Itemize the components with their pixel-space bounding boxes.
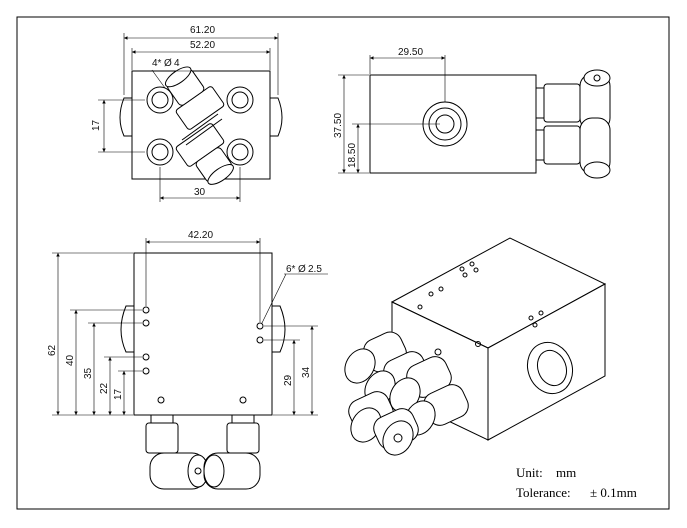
iso-fitting [389, 356, 452, 413]
isometric-view [344, 237, 607, 456]
dim-small-hole-note: 6* [286, 264, 296, 275]
fitting-front-right [203, 414, 261, 490]
fitting [164, 66, 225, 130]
dim-hole-span: 42.20 [188, 230, 213, 241]
dim-hole-note: 4* [152, 58, 162, 69]
tolerance-value: ± 0.1mm [590, 485, 637, 500]
unit-value: mm [556, 465, 576, 480]
dim-small-hole-dia: 2.5 [308, 264, 322, 275]
small-hole [256, 336, 264, 344]
small-hole [142, 353, 150, 361]
dim-h34: 34 [301, 366, 312, 378]
fitting [175, 123, 234, 185]
dim-h62: 62 [47, 344, 58, 356]
side-view: 29.50 37.50 18.50 [333, 47, 611, 179]
fitting-side-bottom [535, 117, 611, 179]
notes-block: Unit: mm Tolerance: ± 0.1mm [516, 465, 637, 500]
dim-h22: 22 [99, 382, 110, 394]
dim-inner-width: 52.20 [190, 40, 215, 51]
dim-hole-dia: 4 [174, 58, 180, 69]
tolerance-label: Tolerance: [516, 485, 571, 500]
dim-h17: 17 [113, 388, 124, 400]
sheet-border [16, 16, 670, 510]
port-hole [146, 86, 174, 114]
dim-pitch-horizontal: 30 [194, 187, 206, 198]
fitting-front-left [145, 414, 209, 490]
port-hole [146, 138, 174, 166]
dim-h40: 40 [65, 354, 76, 366]
unit-label: Unit: [516, 465, 543, 480]
dim-hole-offset: 29.50 [398, 47, 423, 58]
dim-height: 37.50 [333, 113, 344, 138]
diameter-symbol: Ø [298, 264, 306, 275]
small-hole [157, 396, 165, 404]
small-hole [256, 322, 264, 330]
port-hole [226, 86, 254, 114]
dim-pitch-vertical: 17 [91, 119, 102, 131]
iso-fitting [373, 408, 419, 456]
small-hole [142, 306, 150, 314]
small-hole [142, 319, 150, 327]
dim-h29: 29 [283, 374, 294, 386]
dim-overall-width: 61.20 [190, 25, 215, 36]
top-view: 61.20 52.20 4* Ø 4 17 30 [91, 25, 283, 202]
dim-hole-height: 18.50 [347, 143, 358, 168]
small-hole [239, 396, 247, 404]
small-hole [142, 367, 150, 375]
front-view: 42.20 6* Ø 2.5 62 40 35 22 17 29 34 [47, 230, 328, 490]
dim-h35: 35 [83, 367, 94, 379]
port-hole [226, 138, 254, 166]
fitting-side-top [535, 69, 611, 131]
diameter-symbol: Ø [164, 58, 172, 69]
